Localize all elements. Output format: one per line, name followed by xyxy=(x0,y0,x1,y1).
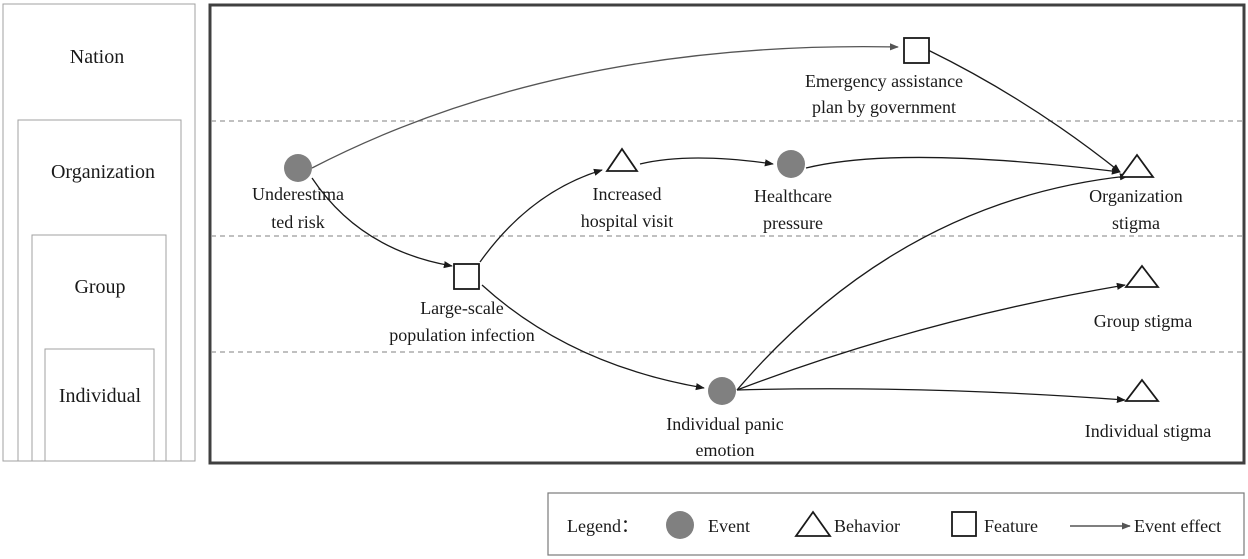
legend-behavior-icon xyxy=(794,510,832,537)
legend-event-effect-label: Event effect xyxy=(1134,516,1221,536)
edge-risk-to-infection xyxy=(311,177,453,269)
edge-infection-to-panic xyxy=(481,284,705,391)
diagram-frame xyxy=(208,3,1246,465)
behavior-node-group-stigma xyxy=(1124,264,1160,288)
label-underestimated-risk-2: ted risk xyxy=(271,212,325,232)
legend-feature-icon xyxy=(951,511,977,537)
label-increased-hospital-visit-2: hospital visit xyxy=(581,211,674,231)
edge-hospital-visit-to-healthcare xyxy=(639,157,774,167)
edge-panic-to-group-stigma xyxy=(736,282,1126,391)
behavior-node-increased-hospital-visit xyxy=(605,147,639,172)
individual-level-box xyxy=(44,348,155,462)
group-level-box xyxy=(31,234,167,462)
event-node-underestimated-risk xyxy=(284,154,312,182)
legend-feature-label: Feature xyxy=(984,516,1038,536)
legend-title: Legend： xyxy=(567,516,639,536)
edge-infection-to-hospital-visit xyxy=(479,168,603,263)
label-increased-hospital-visit-1: Increased xyxy=(593,184,662,204)
feature-node-emergency-plan xyxy=(903,37,930,64)
level-boxes: Nation Organization Group Individual xyxy=(2,3,196,462)
edge-healthcare-to-org-stigma xyxy=(805,156,1121,175)
legend-event-icon xyxy=(666,511,694,539)
level-label-organization: Organization xyxy=(51,161,155,183)
label-large-scale-infection-2: population infection xyxy=(389,325,534,345)
label-large-scale-infection-1: Large-scale xyxy=(420,298,504,318)
label-healthcare-pressure-1: Healthcare xyxy=(754,186,832,206)
edge-emergency-plan-to-org-stigma xyxy=(927,49,1121,173)
edge-risk-to-emergency-plan xyxy=(311,43,899,169)
node-labels: Underestima ted risk Large-scale populat… xyxy=(252,71,1211,460)
label-individual-panic-1: Individual panic xyxy=(666,414,783,434)
label-underestimated-risk-1: Underestima xyxy=(252,184,344,204)
label-organization-stigma-2: stigma xyxy=(1112,213,1160,233)
level-dividers xyxy=(211,120,1243,353)
label-emergency-plan-2: plan by government xyxy=(812,97,956,117)
label-individual-panic-2: emotion xyxy=(696,440,755,460)
level-label-individual: Individual xyxy=(59,385,142,407)
behavior-node-organization-stigma xyxy=(1119,153,1155,178)
legend: Legend： Event Behavior Feature Event eff… xyxy=(547,492,1245,556)
nodes xyxy=(284,37,1160,405)
level-label-nation: Nation xyxy=(70,46,124,68)
label-healthcare-pressure-2: pressure xyxy=(763,213,823,233)
edges xyxy=(311,43,1129,403)
edge-panic-to-org-stigma xyxy=(736,173,1129,391)
legend-event-label: Event xyxy=(708,516,750,536)
label-organization-stigma-1: Organization xyxy=(1089,186,1183,206)
label-individual-stigma: Individual stigma xyxy=(1085,421,1211,441)
event-node-individual-panic xyxy=(708,377,736,405)
level-label-group: Group xyxy=(74,276,125,298)
label-emergency-plan-1: Emergency assistance xyxy=(805,71,963,91)
label-group-stigma: Group stigma xyxy=(1094,311,1193,331)
edge-panic-to-individual-stigma xyxy=(736,388,1126,403)
legend-behavior-label: Behavior xyxy=(834,516,900,536)
behavior-node-individual-stigma xyxy=(1124,378,1160,402)
event-node-healthcare-pressure xyxy=(777,150,805,178)
feature-node-large-scale-infection xyxy=(453,263,480,290)
